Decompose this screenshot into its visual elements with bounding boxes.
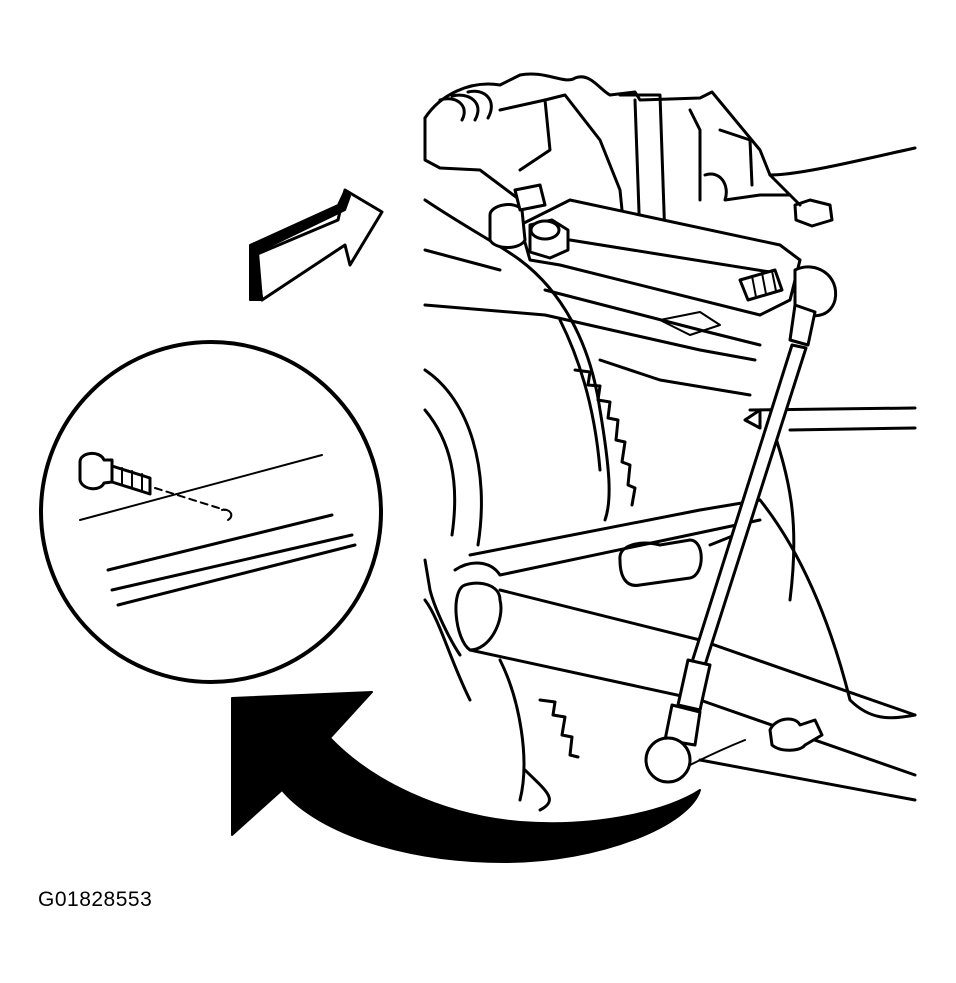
control-arm bbox=[488, 183, 838, 318]
detail-inset bbox=[39, 340, 383, 684]
view-direction-arrow bbox=[249, 188, 384, 302]
figure-id-label: G01828553 bbox=[38, 888, 153, 911]
detail-curved-arrow bbox=[231, 691, 701, 863]
stabilizer-link bbox=[644, 303, 824, 784]
chassis-background bbox=[423, 72, 917, 812]
